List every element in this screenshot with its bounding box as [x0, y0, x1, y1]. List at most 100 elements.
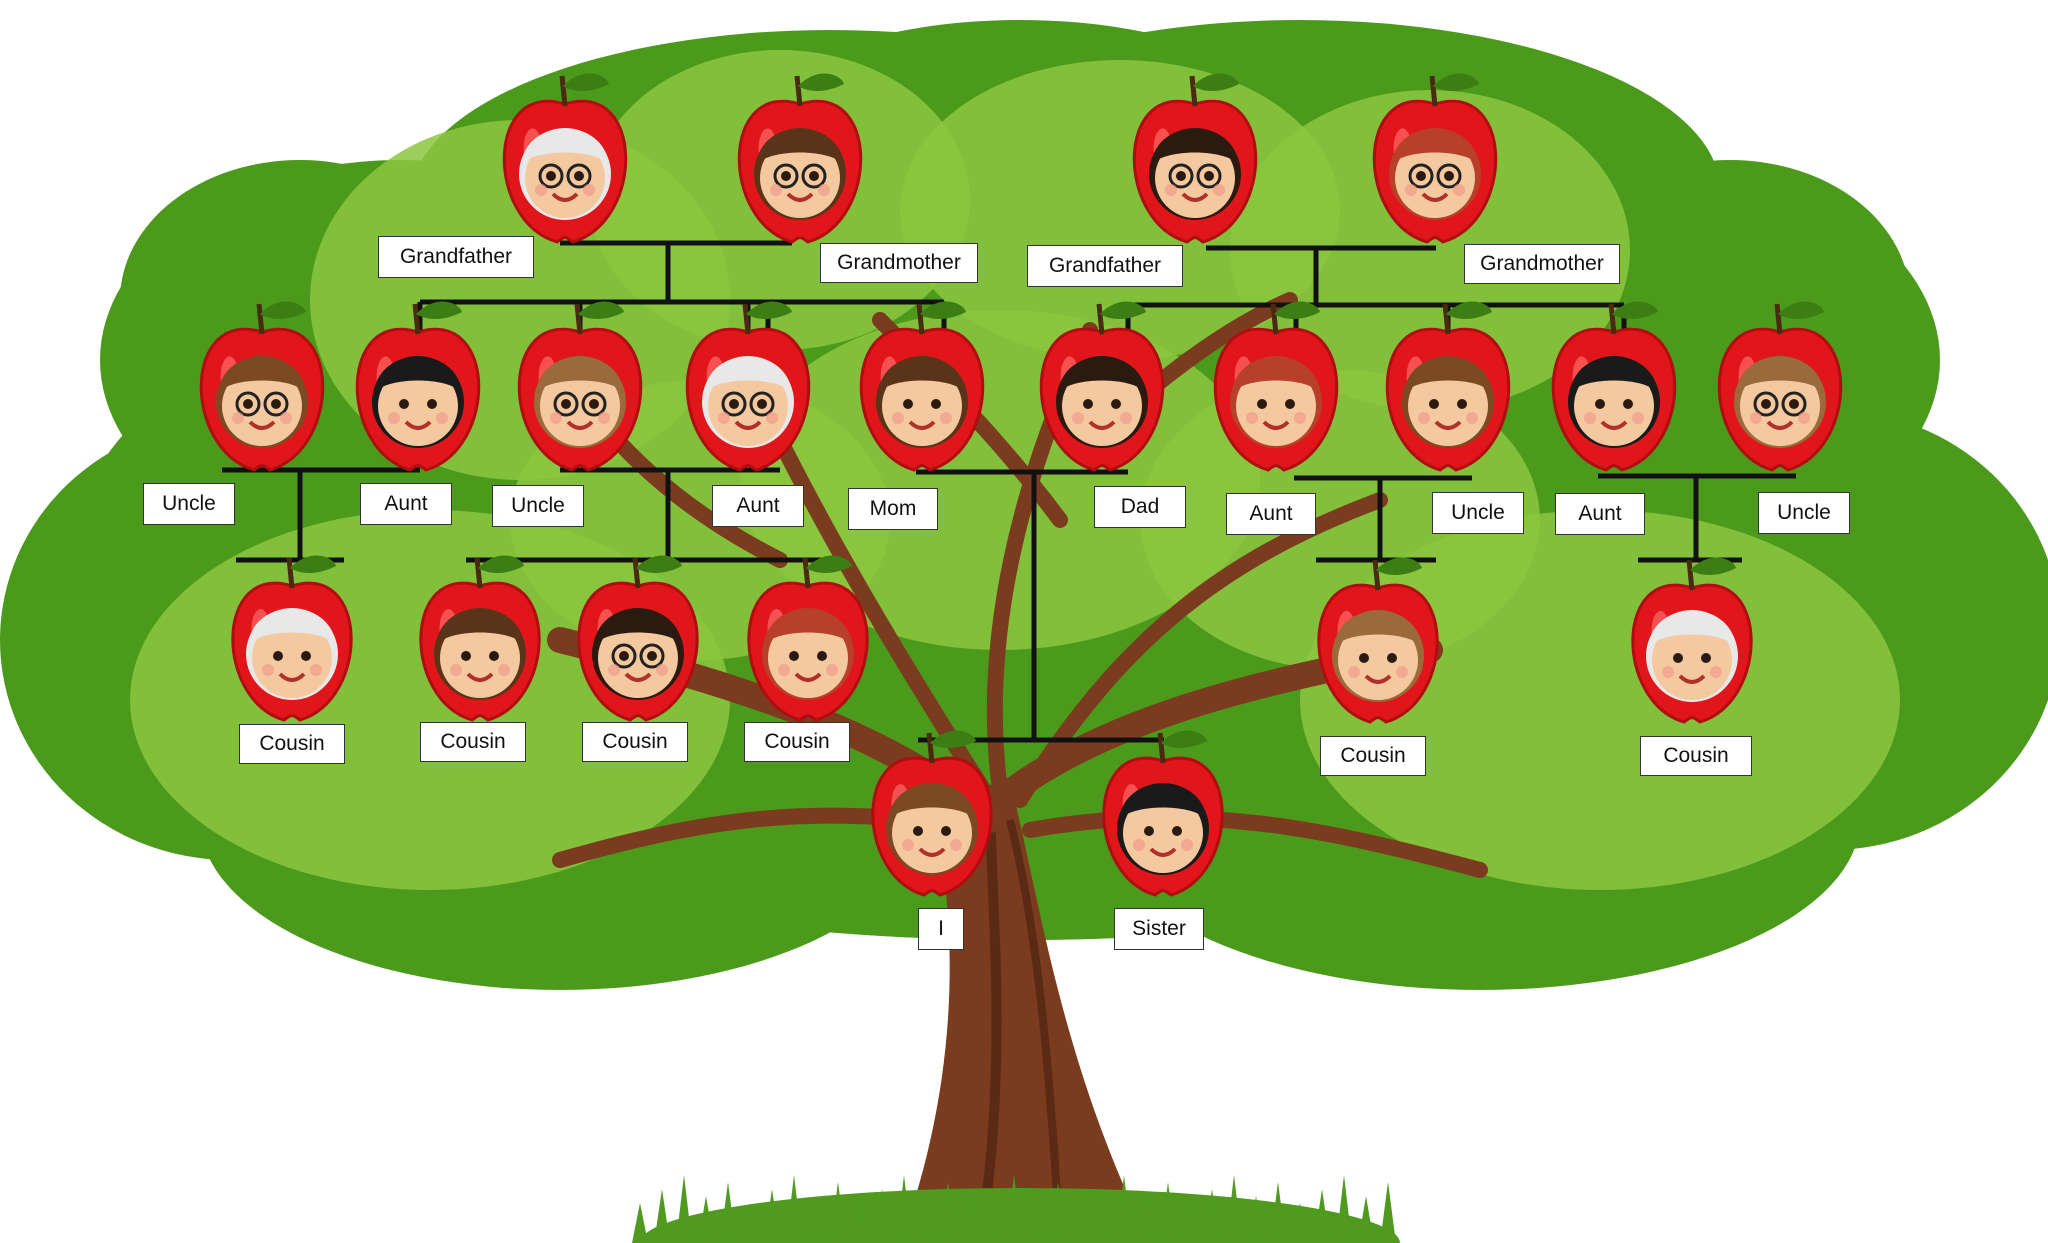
paternal-grandfather-apple — [502, 73, 628, 244]
cousin-4-apple — [747, 555, 869, 722]
cousin-1-apple — [231, 555, 353, 722]
cousin-6-label: Cousin — [1640, 736, 1752, 776]
maternal-grandfather-label: Grandfather — [1027, 245, 1183, 287]
apple-leaf-icon — [563, 73, 609, 91]
elderly-woman-avatar-icon — [1389, 128, 1481, 220]
apple-leaf-icon — [416, 301, 462, 319]
apple-stem-icon — [1157, 732, 1166, 764]
apple-leaf-icon — [1274, 301, 1320, 319]
apple-stem-icon — [1442, 303, 1451, 335]
aunt-3-apple — [1213, 301, 1339, 472]
uncle-2-apple — [517, 301, 643, 472]
apple-leaf-icon — [478, 555, 524, 573]
aunt-2-apple — [685, 301, 811, 472]
elderly-woman-avatar-icon — [754, 128, 846, 220]
apple-leaf-icon — [798, 73, 844, 91]
apple-stem-icon — [916, 303, 925, 335]
elderly-man-avatar-icon — [519, 128, 611, 220]
apple-stem-icon — [794, 75, 803, 107]
aunt-2-label: Aunt — [712, 485, 804, 527]
apple-stem-icon — [1608, 303, 1617, 335]
cousin-3-label: Cousin — [582, 722, 688, 762]
me-label: I — [918, 908, 964, 950]
apple-stem-icon — [1372, 559, 1381, 591]
apple-stem-icon — [1189, 75, 1198, 107]
woman-brown-hair-avatar-icon — [372, 356, 464, 448]
apple-stem-icon — [412, 303, 421, 335]
apple-stem-icon — [1686, 559, 1695, 591]
apple-leaf-icon — [1100, 301, 1146, 319]
aunt-4-label: Aunt — [1555, 493, 1645, 535]
uncle-4-label: Uncle — [1758, 492, 1850, 534]
cousin-1-label: Cousin — [239, 724, 345, 764]
apple-stem-icon — [1774, 303, 1783, 335]
cousin-2-apple — [419, 555, 541, 722]
apple-stem-icon — [632, 557, 641, 589]
cousin-4-label: Cousin — [744, 722, 850, 762]
dad-label: Dad — [1094, 486, 1186, 528]
apple-leaf-icon — [1446, 301, 1492, 319]
maternal-grandmother-label: Grandmother — [1464, 244, 1620, 284]
paternal-grandfather-label: Grandfather — [378, 236, 534, 278]
apple-stem-icon — [926, 732, 935, 764]
woman-long-hair-avatar-icon — [1568, 356, 1660, 448]
apple-leaf-icon — [290, 555, 336, 573]
sister-label: Sister — [1114, 908, 1204, 950]
apple-leaf-icon — [1690, 557, 1736, 575]
maternal-grandmother-apple — [1372, 73, 1498, 244]
sister-apple — [1102, 730, 1224, 897]
apple-stem-icon — [742, 303, 751, 335]
cousin-3-apple — [577, 555, 699, 722]
boy-glasses-avatar-icon — [592, 608, 684, 700]
grass — [632, 1175, 1400, 1243]
apple-stem-icon — [474, 557, 483, 589]
apple-stem-icon — [1270, 303, 1279, 335]
apple-layer — [199, 73, 1843, 897]
tree-branch — [1022, 809, 1488, 878]
man-glasses-hat-avatar-icon — [1734, 356, 1826, 448]
apple-leaf-icon — [636, 555, 682, 573]
uncle-1-apple — [199, 301, 325, 472]
aunt-3-label: Aunt — [1226, 493, 1316, 535]
man-beard-avatar-icon — [1056, 356, 1148, 448]
apple-stem-icon — [1096, 303, 1105, 335]
elderly-man-avatar-icon — [1149, 128, 1241, 220]
cousin-5-apple — [1317, 557, 1439, 724]
aunt-1-apple — [355, 301, 481, 472]
apple-stem-icon — [1429, 75, 1438, 107]
girl-brown-hair-avatar-icon — [762, 608, 854, 700]
girl-headband-avatar-icon — [434, 608, 526, 700]
apple-leaf-icon — [746, 301, 792, 319]
woman-smiling-avatar-icon — [1230, 356, 1322, 448]
apple-stem-icon — [802, 557, 811, 589]
man-smiling-avatar-icon — [1402, 356, 1494, 448]
cousin-5-label: Cousin — [1320, 736, 1426, 776]
man-glasses-avatar-icon — [534, 356, 626, 448]
apple-stem-icon — [574, 303, 583, 335]
apple-leaf-icon — [260, 301, 306, 319]
apple-leaf-icon — [1433, 73, 1479, 91]
paternal-grandmother-apple — [737, 73, 863, 244]
apple-leaf-icon — [1778, 301, 1824, 319]
apple-leaf-icon — [1376, 557, 1422, 575]
girl-avatar-icon — [1332, 610, 1424, 702]
girl-headband-avatar-icon — [1646, 610, 1738, 702]
woman-red-hair-avatar-icon — [876, 356, 968, 448]
uncle-3-label: Uncle — [1432, 492, 1524, 534]
uncle-2-label: Uncle — [492, 485, 584, 527]
apple-leaf-icon — [806, 555, 852, 573]
apple-stem-icon — [256, 303, 265, 335]
paternal-grandmother-label: Grandmother — [820, 243, 978, 283]
aunt-4-apple — [1551, 301, 1677, 472]
apple-leaf-icon — [1193, 73, 1239, 91]
apple-leaf-icon — [578, 301, 624, 319]
maternal-grandfather-apple — [1132, 73, 1258, 244]
apple-leaf-icon — [1161, 730, 1207, 748]
me-apple — [871, 730, 993, 897]
aunt-1-label: Aunt — [360, 483, 452, 525]
mom-label: Mom — [848, 488, 938, 530]
uncle-3-apple — [1385, 301, 1511, 472]
apple-leaf-icon — [1612, 301, 1658, 319]
